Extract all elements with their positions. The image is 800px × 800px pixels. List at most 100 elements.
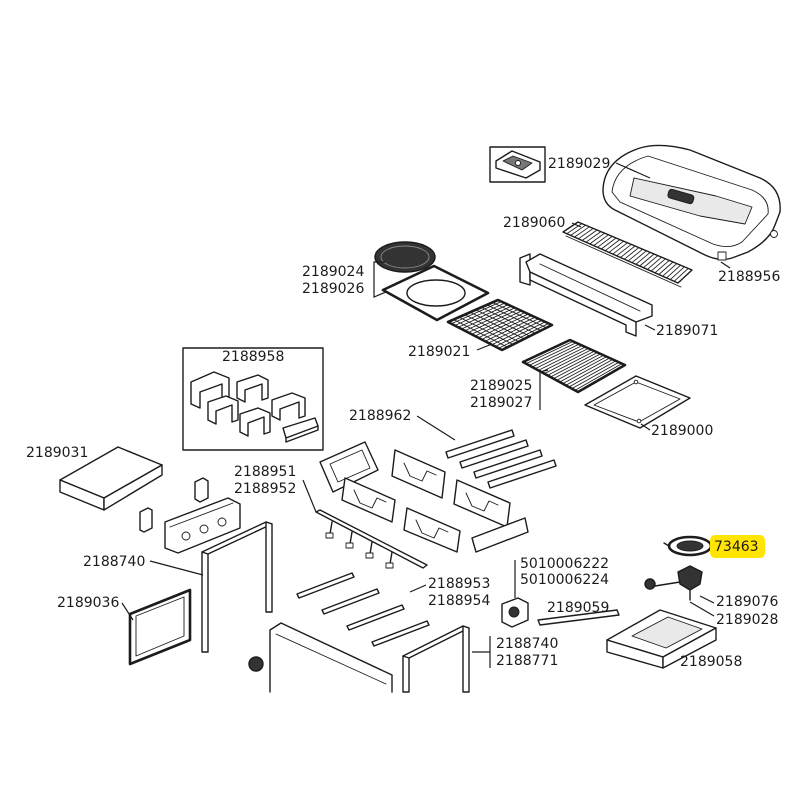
grate-bar [471, 310, 522, 335]
callout-2189071[interactable]: 2189071 [656, 323, 718, 339]
grate-bar [666, 264, 681, 279]
grate-bar [574, 226, 590, 238]
grate-bar [608, 240, 624, 253]
callout-2188771[interactable]: 2188771 [496, 653, 558, 669]
grate-bar [585, 231, 602, 243]
part-warming-rack [562, 221, 693, 288]
grate-bar [597, 236, 613, 248]
grate-bar [454, 302, 505, 326]
grate-bar [643, 255, 659, 269]
grate-bar [571, 361, 620, 390]
callout-2189058[interactable]: 2189058 [680, 654, 742, 670]
grate-bar [468, 308, 519, 333]
grate-bar [457, 304, 509, 328]
part-cooking-grate-left [446, 298, 554, 352]
callout-2189076[interactable]: 2189076 [716, 594, 778, 610]
grate-bar [654, 260, 670, 274]
grate-bar [488, 318, 539, 344]
grate-bar [484, 316, 536, 342]
grate-bar [562, 357, 610, 385]
callout-labels: 2189029 2189060 2188956 2189024 2189026 … [26, 156, 780, 670]
grate-bar [574, 363, 623, 391]
part-gas-manifold [315, 509, 428, 569]
grate-bar [601, 237, 617, 250]
callout-2188952[interactable]: 2188952 [234, 481, 296, 497]
grate-bar [553, 353, 601, 380]
callout-73463[interactable]: 73463 [714, 539, 759, 555]
grate-bar [627, 248, 643, 262]
grate-bar [495, 321, 546, 347]
grate-bar [538, 346, 586, 371]
grate-bar [612, 242, 628, 255]
grate-bar [650, 258, 666, 272]
part-flame-tamers [445, 429, 557, 489]
grate-bar [670, 266, 685, 280]
grate-bar [461, 305, 512, 330]
callout-5010006222[interactable]: 5010006222 [520, 556, 609, 572]
callout-2188954[interactable]: 2188954 [428, 593, 490, 609]
grate-bar [635, 252, 651, 265]
part-round-grate [374, 241, 436, 273]
callout-2189036[interactable]: 2189036 [57, 595, 119, 611]
part-bracket-kit [182, 347, 324, 451]
grate-bar [550, 352, 598, 378]
grate-bar [673, 268, 689, 282]
grate-bar [478, 313, 529, 339]
grate-bar [531, 343, 580, 368]
part-cooking-grate-right [521, 338, 627, 394]
grate-bar [620, 245, 636, 258]
callout-2189000[interactable]: 2189000 [651, 423, 713, 439]
part-grill-lid [602, 144, 781, 261]
callout-2189027[interactable]: 2189027 [470, 395, 532, 411]
callout-2189059[interactable]: 2189059 [547, 600, 609, 616]
part-griddle-plate [584, 375, 691, 429]
callout-2189026[interactable]: 2189026 [302, 281, 364, 297]
callout-2189024[interactable]: 2189024 [302, 264, 364, 280]
callout-highlight [710, 535, 765, 558]
grate-bar [616, 244, 632, 257]
callout-2189025[interactable]: 2189025 [470, 378, 532, 394]
grate-bar [593, 234, 609, 246]
callout-2189029[interactable]: 2189029 [548, 156, 610, 172]
grate-bar [491, 319, 543, 346]
callout-2188958[interactable]: 2188958 [222, 349, 284, 365]
callout-2188740-right[interactable]: 2188740 [496, 636, 558, 652]
grate-bar [624, 247, 640, 260]
part-side-burner-valve [644, 565, 703, 601]
callout-2189028[interactable]: 2189028 [716, 612, 778, 628]
grate-bar [544, 349, 592, 375]
part-gasket [663, 535, 717, 557]
grate-bar [604, 239, 621, 252]
grate-bar [498, 323, 549, 349]
callout-2188956[interactable]: 2188956 [718, 269, 780, 285]
grate-bar [566, 223, 583, 235]
callout-2188962[interactable]: 2188962 [349, 408, 411, 424]
grate-bar [556, 354, 604, 381]
callout-2189060[interactable]: 2189060 [503, 215, 565, 231]
part-grate-frame [381, 264, 490, 322]
part-ignitor [501, 597, 529, 628]
grate-bar [535, 345, 583, 370]
part-burner-panels [319, 441, 529, 553]
grate-bar [547, 350, 595, 376]
grate-bar [568, 360, 617, 388]
part-control-bezel [489, 146, 546, 183]
callout-2188740-left[interactable]: 2188740 [83, 554, 145, 570]
part-side-shelf [59, 446, 163, 511]
part-side-burner [606, 609, 717, 669]
part-crossover-rod [537, 609, 620, 626]
grate-bar [647, 256, 662, 270]
callout-2188951[interactable]: 2188951 [234, 464, 296, 480]
grate-bar [581, 229, 598, 241]
grate-bar [474, 312, 526, 337]
grate-bar [639, 253, 655, 267]
callout-2188953[interactable]: 2188953 [428, 576, 490, 592]
grate-bar [662, 263, 678, 277]
grate-bar [525, 341, 574, 365]
leader-lines [121, 162, 731, 668]
part-cart-frame-left [201, 521, 273, 653]
callout-2189031[interactable]: 2189031 [26, 445, 88, 461]
callout-5010006224[interactable]: 5010006224 [520, 572, 609, 588]
callout-2189021[interactable]: 2189021 [408, 344, 470, 360]
